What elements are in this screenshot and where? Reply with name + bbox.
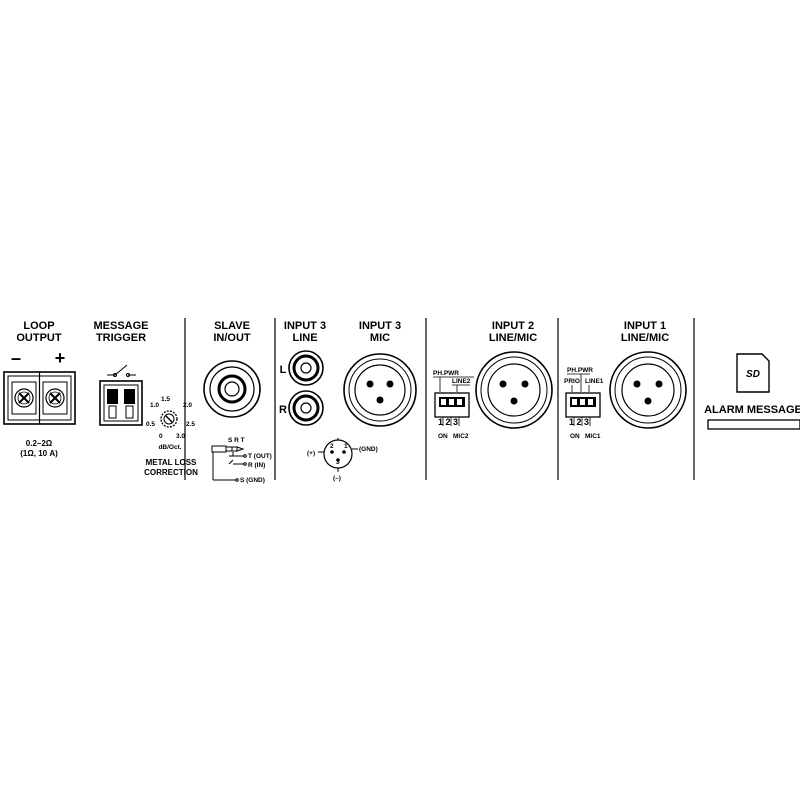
input3-line-title-2: LINE: [292, 332, 317, 344]
input2-dip-switch[interactable]: [434, 392, 470, 426]
switch-symbol-icon: [107, 364, 136, 377]
xlr-pin-plus: (+): [307, 450, 315, 457]
trs-plug-icon: [211, 445, 247, 482]
input1-switch-numbers: 1 2 3: [569, 417, 589, 427]
screw-minus-icon[interactable]: [14, 388, 34, 408]
input1-line-label: LINE1: [585, 378, 604, 385]
input1-title-1: INPUT 1: [624, 320, 666, 332]
plus-sign: +: [55, 348, 66, 368]
rca-right-jack[interactable]: [288, 390, 324, 426]
input2-mic-label: MIC2: [453, 433, 469, 440]
screw-plus-icon[interactable]: [45, 388, 65, 408]
alarm-message-title: ALARM MESSAGE: [704, 404, 800, 416]
loop-rating: (1Ω, 10 A): [20, 449, 58, 458]
xlr-pin-3: 3: [336, 459, 340, 466]
metal-loss-title-1: METAL LOSS: [146, 458, 197, 467]
input3-mic-title-1: INPUT 3: [359, 320, 401, 332]
input3-line-title-1: INPUT 3: [284, 320, 326, 332]
xlr-pin-1: 1: [344, 443, 348, 450]
message-trigger-section: MESSAGE TRIGGER: [93, 320, 149, 426]
sd-card-icon: SD: [736, 353, 770, 393]
message-trigger-title-2: TRIGGER: [96, 332, 146, 344]
input1-xlr-socket[interactable]: [609, 351, 687, 429]
input1-ph-pwr-label: PH.PWR: [567, 367, 593, 374]
input3-line-left-label: L: [280, 364, 287, 376]
slave-jack-socket[interactable]: [203, 360, 261, 418]
loop-impedance-range: 0.2–2Ω: [26, 439, 53, 448]
slave-title-1: SLAVE: [214, 320, 250, 332]
metal-loss-scale-2-0: 2.0: [183, 402, 192, 409]
xlr-pinout-icon: [318, 438, 358, 472]
minus-sign: –: [11, 348, 21, 368]
slave-title-2: IN/OUT: [213, 332, 251, 344]
rca-left-jack[interactable]: [288, 350, 324, 386]
input2-section: INPUT 2 LINE/MIC PH.PWR LINE2 1 2 3 ON M…: [433, 320, 553, 440]
xlr-pin-gnd: (GND): [359, 446, 378, 453]
alarm-section: SD ALARM MESSAGE: [704, 353, 800, 430]
metal-loss-scale-2-5: 2.5: [186, 421, 195, 428]
loop-output-section: LOOP OUTPUT – + 0.2–2Ω (1Ω, 10 A): [3, 320, 76, 458]
metal-loss-scale-1-5: 1.5: [161, 396, 170, 403]
input3-xlr-socket[interactable]: [343, 353, 417, 427]
input2-title-1: INPUT 2: [492, 320, 534, 332]
loop-output-title-2: OUTPUT: [16, 332, 62, 344]
input1-on-label: ON: [570, 433, 580, 440]
sd-card-label: SD: [746, 369, 760, 380]
trigger-terminal[interactable]: [99, 380, 143, 426]
input2-on-label: ON: [438, 433, 448, 440]
slave-sleeve-gnd: S (GND): [240, 477, 265, 484]
metal-loss-section: 1.5 1.0 2.0 0.5 2.5 0 3.0 dB/Oct. METAL …: [144, 396, 198, 477]
input1-section: INPUT 1 LINE/MIC PH.PWR PRIO LINE1 1 2 3…: [564, 320, 687, 440]
input1-leader-lines: [567, 373, 590, 392]
xlr-pin-minus: (–): [333, 475, 341, 482]
input1-title-2: LINE/MIC: [621, 332, 669, 344]
input1-prio-label: PRIO: [564, 378, 580, 385]
input2-xlr-socket[interactable]: [475, 351, 553, 429]
input2-line-label: LINE2: [452, 378, 471, 385]
speaker-terminal[interactable]: [3, 371, 76, 425]
loop-output-title-1: LOOP: [23, 320, 54, 332]
xlr-pin-2: 2: [330, 443, 334, 450]
input2-ph-pwr-label: PH.PWR: [433, 370, 459, 377]
input2-leader-lines: [433, 376, 474, 392]
input3-line-section: INPUT 3 LINE L R: [279, 320, 326, 426]
metal-loss-title-2: CORRECTION: [144, 468, 198, 477]
metal-loss-scale-0-5: 0.5: [146, 421, 155, 428]
metal-loss-rotary-knob[interactable]: [160, 410, 178, 428]
metal-loss-scale-3-0: 3.0: [176, 433, 185, 440]
section-dividers: [184, 318, 695, 480]
metal-loss-unit: dB/Oct.: [158, 444, 181, 451]
metal-loss-scale-0: 0: [159, 433, 163, 440]
input3-mic-title-2: MIC: [370, 332, 390, 344]
input2-switch-numbers: 1 2 3: [438, 417, 458, 427]
sd-card-slot[interactable]: [707, 419, 800, 430]
input2-title-2: LINE/MIC: [489, 332, 537, 344]
slave-section: SLAVE IN/OUT S R T T (OUT) R (IN) S (GN: [203, 320, 272, 484]
input3-mic-section: INPUT 3 MIC 2 3 1 (+) (GND) (–): [307, 320, 417, 482]
input1-mic-label: MIC1: [585, 433, 601, 440]
input1-dip-switch[interactable]: [565, 392, 601, 426]
input3-line-right-label: R: [279, 404, 287, 416]
metal-loss-scale-1-0: 1.0: [150, 402, 159, 409]
message-trigger-title-1: MESSAGE: [93, 320, 148, 332]
slave-plug-header: S R T: [228, 437, 245, 444]
slave-ring-in: R (IN): [248, 462, 265, 469]
slave-tip-out: T (OUT): [248, 453, 272, 460]
